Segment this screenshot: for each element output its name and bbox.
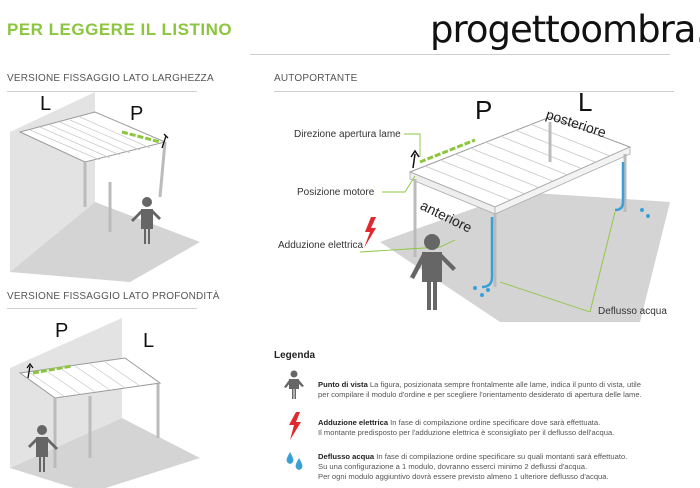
person-icon (284, 370, 304, 399)
label-l-depth: L (143, 330, 155, 352)
label-motor: Posizione motore (297, 187, 375, 198)
brand-logo: progettoombra.it (430, 8, 700, 51)
page-title: PER LEGGERE IL LISTINO (7, 20, 233, 39)
label-drain: Deflusso acqua (598, 306, 667, 317)
pergola-diagram-depth (10, 318, 200, 488)
label-p-freestanding: P (475, 95, 493, 125)
label-direction: Direzione apertura lame (294, 129, 401, 140)
lightning-icon (364, 217, 376, 248)
label-l-width: L (40, 93, 52, 115)
legend-power: Adduzione elettrica In fase di compilazi… (318, 418, 615, 437)
person-icon (131, 197, 161, 244)
label-power: Adduzione elettrica (278, 240, 364, 251)
section-rule (7, 308, 197, 309)
legend-title: Legenda (274, 350, 316, 361)
legend-viewpoint: Punto di vista La figura, posizionata se… (318, 380, 642, 399)
label-l-freestanding: L (578, 87, 593, 117)
section-title-freestanding: AUTOPORTANTE (274, 73, 358, 84)
section-title-depth: VERSIONE FISSAGGIO LATO PROFONDITÀ (7, 291, 220, 302)
label-p-depth: P (55, 320, 69, 342)
section-title-width: VERSIONE FISSAGGIO LATO LARGHEZZA (7, 73, 214, 84)
water-drops-icon (473, 208, 650, 297)
water-drops-icon (286, 452, 303, 470)
lightning-icon (289, 412, 301, 440)
header-rule (250, 54, 670, 55)
pergola-diagram-width (10, 92, 200, 282)
person-icon (28, 425, 58, 472)
section-rule (274, 91, 674, 92)
section-rule (7, 91, 197, 92)
pergola-diagram-freestanding (359, 116, 670, 322)
legend-drain: Deflusso acqua In fase di compilazione o… (318, 452, 628, 481)
person-icon (410, 234, 456, 310)
water-flow (481, 162, 625, 289)
label-p-width: P (130, 103, 144, 125)
